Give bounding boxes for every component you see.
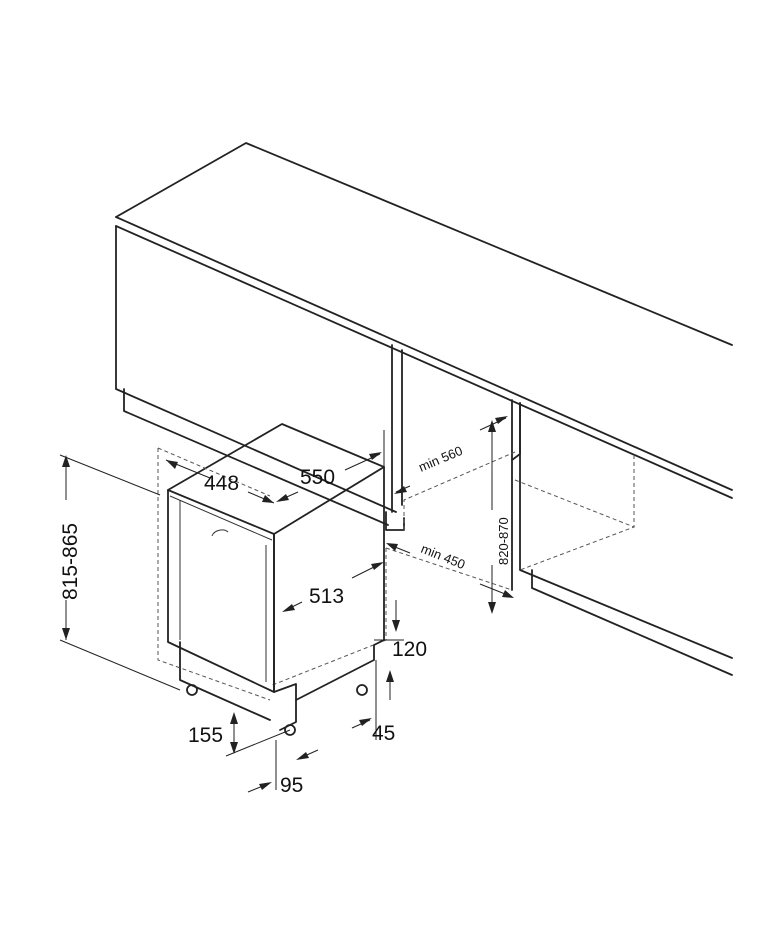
dim-niche-height-label: 820-870 xyxy=(496,517,511,565)
dimension-lines xyxy=(59,416,514,793)
dim-foot-155-label: 155 xyxy=(188,724,223,747)
dim-inner-depth-label: 513 xyxy=(309,585,344,608)
kitchen-cabinets xyxy=(115,142,733,687)
dim-foot-45-label: 45 xyxy=(372,722,395,745)
dim-foot-95-label: 95 xyxy=(280,774,303,797)
dim-plinth-label: 120 xyxy=(392,638,427,661)
dim-depth-label: 550 xyxy=(300,466,335,489)
dishwasher-body xyxy=(157,423,385,736)
dim-niche-width-label: min 560 xyxy=(416,443,464,475)
dim-height-label: 815-865 xyxy=(59,523,82,600)
dim-niche-depth-label: min 450 xyxy=(419,541,468,572)
dim-width-label: 448 xyxy=(204,472,239,495)
